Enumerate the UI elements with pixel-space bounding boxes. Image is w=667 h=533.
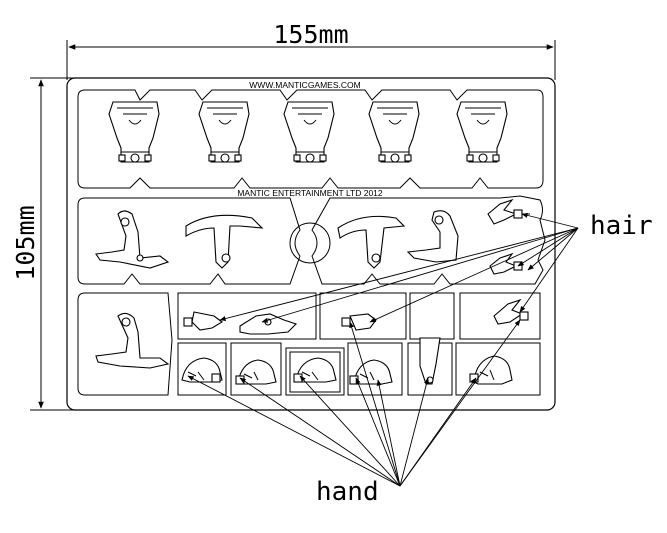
- hand-piece-blade: [419, 337, 441, 385]
- hair-piece: [183, 311, 223, 331]
- pick-part-left: [185, 214, 264, 269]
- hand-callout: hand: [187, 319, 521, 507]
- hair-piece: [493, 298, 529, 325]
- torso-part: [368, 101, 420, 163]
- torso-part: [456, 101, 508, 163]
- pick-part-right: [337, 215, 406, 269]
- hand-piece: [293, 357, 337, 383]
- anchor-part-left: [95, 210, 170, 269]
- hand-piece: [349, 359, 393, 385]
- sprue-frame: WWW.MANTICGAMES.COM MANTIC ENTERTAINMENT…: [66, 77, 556, 411]
- width-dimension: 155mm: [66, 20, 556, 80]
- hand-piece: [181, 357, 223, 383]
- hair-label: hair: [590, 211, 653, 241]
- anchor-part-bottom: [95, 312, 170, 369]
- copyright-stamp: MANTIC ENTERTAINMENT LTD 2012: [237, 188, 383, 198]
- torso-part: [283, 101, 335, 163]
- anchor-part-right: [406, 210, 459, 263]
- hand-label: hand: [316, 477, 379, 507]
- height-label: 105mm: [11, 205, 40, 280]
- hair-piece: [487, 198, 530, 225]
- hair-piece-long: [239, 313, 298, 335]
- torso-parts: [108, 101, 508, 163]
- hair-piece: [489, 252, 523, 275]
- anchor-parts: [95, 210, 459, 269]
- website-stamp: WWW.MANTICGAMES.COM: [249, 80, 360, 90]
- hair-callout: hair: [219, 211, 653, 323]
- width-label: 155mm: [273, 20, 348, 49]
- torso-part: [198, 101, 250, 163]
- row3-parts: [95, 298, 529, 385]
- torso-part: [108, 101, 160, 163]
- hand-piece: [235, 359, 277, 385]
- height-dimension: 105mm: [11, 77, 75, 411]
